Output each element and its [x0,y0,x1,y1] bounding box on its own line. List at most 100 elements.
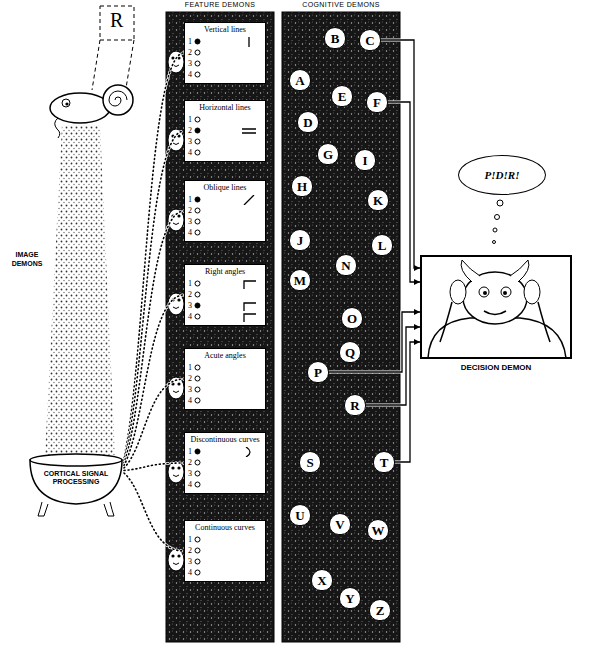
level-dot [194,364,201,371]
feature-name: Acute angles [188,351,262,361]
connector-halo [388,102,420,282]
feature-glyph [244,314,256,322]
level-number: 2 [188,545,194,556]
feature-demon-box: Discontinuous curves1234 [184,432,266,494]
bubble-tail [493,228,497,232]
demon-letter: X [317,574,326,587]
feature-name: Discontinuous curves [188,435,262,445]
level-dot [195,128,200,133]
level-dot [194,470,201,477]
image-demon [50,93,110,123]
cognitive-demon: R [344,394,366,416]
demon-letter: Q [345,346,355,359]
feature-demon [177,554,180,557]
connector [395,339,420,462]
feature-glyph [248,37,249,47]
level-dot [195,387,200,392]
feature-row: 2 [188,289,262,300]
level-dot [194,196,201,203]
feature-row: 1 [188,114,262,125]
demon-letter: H [297,180,307,193]
demon-letter: U [295,509,304,522]
level-number: 1 [188,114,194,125]
level-dot [195,460,200,465]
level-dot [195,281,200,286]
tub-label: CORTICAL SIGNAL PROCESSING [43,470,109,486]
cognitive-demon: U [289,504,311,526]
level-dot [195,39,200,44]
feature-row: 2 [188,545,262,556]
image-demon [109,91,127,106]
feature-glyph [236,217,262,227]
feature-name: Vertical lines [188,25,262,35]
level-dot [194,49,201,56]
level-dot [195,570,200,575]
demon-letter: R [350,399,359,412]
demon-letter: W [372,524,385,537]
level-number: 1 [188,362,194,373]
demon-letter: Z [376,604,385,617]
connector-line [381,40,420,268]
decision-demon-figure [479,287,489,297]
connector-halo [381,40,420,268]
connector-halo [124,379,184,468]
feature-glyph [236,279,262,289]
cognitive-demon: L [371,234,393,256]
demon-band [282,12,400,642]
feature-demon [177,466,180,469]
feature-glyph [236,195,262,205]
cognitive-demon: C [359,29,381,51]
feature-row: 2 [188,457,262,468]
feature-glyph [236,48,262,58]
feature-row: 4 [188,479,262,490]
level-dot [195,559,200,564]
feature-row: 4 [188,567,262,578]
level-dot [195,314,200,319]
feature-row: 4 [188,311,262,322]
feature-glyph [246,447,250,457]
feature-glyph [236,363,262,373]
cognitive-demon: I [354,149,376,171]
feature-demon [177,382,180,385]
cognitive-demon: A [289,69,311,91]
level-dot [194,569,201,576]
level-number: 3 [188,58,194,69]
level-number: 1 [188,278,194,289]
level-dot [194,60,201,67]
decision-demon-figure [421,256,571,358]
level-dot [194,536,201,543]
feature-glyph [236,290,262,300]
level-dot [194,459,201,466]
connector-line [124,131,184,461]
connector-halo [395,342,420,462]
feature-demon-box: Oblique lines1234 [184,180,266,242]
level-dot [195,449,200,454]
connector-line [366,327,420,405]
level-number: 3 [188,468,194,479]
connector [124,463,184,471]
demon-letter: F [373,96,381,109]
decision-demon-figure [450,280,466,304]
feature-glyph [236,480,262,490]
feature-row: 3 [188,556,262,567]
level-number: 1 [188,194,194,205]
level-dot [195,292,200,297]
connector [366,324,420,405]
level-dot [195,303,200,308]
level-dot [195,548,200,553]
decision-demon-figure [483,291,487,295]
cognitive-demon: X [311,569,333,591]
cognitive-demon: Z [369,599,391,621]
column-heading: COGNITIVE DEMONS [282,0,400,10]
image-demon [103,85,133,115]
demon-letter: V [335,518,344,531]
level-number: 3 [188,300,194,311]
signal-tub: CORTICAL SIGNAL PROCESSING [28,452,124,518]
feature-glyph [236,385,262,395]
feature-demon-box: Horizontal lines1234 [184,100,266,162]
feature-row: 2 [188,125,262,136]
feature-demon [173,563,179,565]
level-number: 2 [188,205,194,216]
